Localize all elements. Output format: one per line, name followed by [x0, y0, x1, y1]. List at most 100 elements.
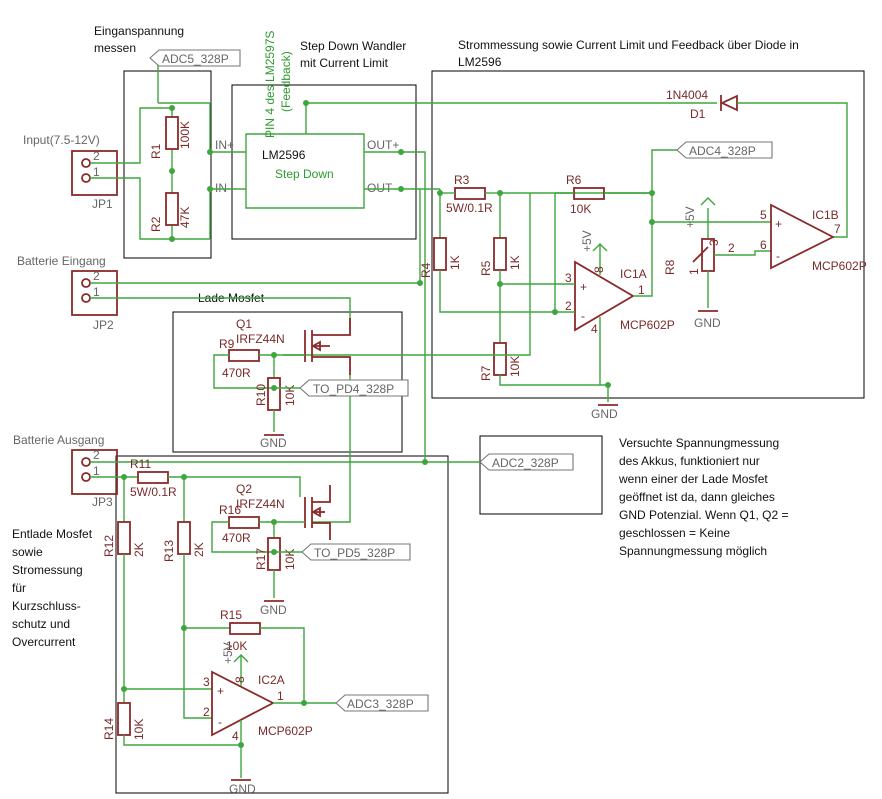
r7-ref: R7	[479, 365, 493, 381]
opamp-ic1a: + - 3 2 1 IC1A MCP602P 8 4 +5V	[555, 230, 675, 385]
lm2596-out-minus: OUT-	[367, 181, 396, 195]
lm2596-sub: Step Down	[275, 167, 334, 181]
voltage-divider: R1 100K R2 47K	[117, 58, 211, 242]
resistor-r3	[454, 187, 486, 200]
r15-value: 10K	[226, 639, 247, 653]
r16-value: 470R	[222, 531, 251, 545]
r5-ref: R5	[479, 260, 493, 276]
r12-value: 2K	[132, 542, 146, 557]
entlade-line: Overcurrent	[12, 635, 76, 649]
r8-gnd: GND	[694, 316, 721, 330]
note-line: wenn einer der Lade Mosfet	[618, 472, 768, 486]
r6-ref: R6	[566, 173, 582, 187]
connector-label: Batterie Ausgang	[13, 433, 104, 447]
resistor-r12	[117, 521, 131, 555]
r2-value: 47K	[178, 207, 192, 228]
to-pd4-text: TO_PD4_328P	[313, 382, 394, 396]
r17-ref: R17	[254, 548, 268, 570]
current-measure-frame	[431, 70, 865, 399]
ic2a-pin2: 2	[203, 705, 210, 719]
diode-d1: 1N4004 D1	[666, 88, 848, 238]
note-line: des Akkus, funktioniert nur	[619, 454, 760, 468]
adc5-label: ADC5_328P	[149, 49, 241, 67]
note-frame	[479, 435, 603, 515]
ic1a-pin1: 1	[638, 283, 645, 297]
adc5-text: ADC5_328P	[162, 52, 229, 66]
d1-type: 1N4004	[666, 88, 708, 102]
q2-ref: Q2	[236, 482, 252, 496]
r1-ref: R1	[149, 143, 163, 159]
heading-eingangsspannung-line1: Einganspannung	[94, 24, 184, 38]
ic1a-plus: +	[580, 280, 587, 294]
r8-pin1: 1	[687, 268, 701, 275]
adc2-text: ADC2_328P	[492, 456, 559, 470]
ic1a-ref: IC1A	[620, 267, 647, 281]
q1-gnd: GND	[260, 436, 287, 450]
note-line: geöffnet ist da, dann gleiches	[619, 490, 775, 504]
r16-ref: R16	[219, 503, 241, 517]
ic1a-type: MCP602P	[620, 318, 675, 332]
connector-jp1: Input(7.5-12V) 2 1 JP1	[23, 133, 118, 211]
r13-value: 2K	[192, 542, 206, 557]
entlade-line: schutz und	[12, 617, 70, 631]
adc3-text: ADC3_328P	[347, 697, 414, 711]
voltage-divider-frame	[123, 70, 212, 259]
pin-label: 2	[93, 269, 100, 283]
r8-pin2: 2	[728, 241, 735, 255]
resistor-r14	[117, 702, 131, 736]
q1-type: IRFZ44N	[236, 332, 285, 346]
r4-value: 1K	[448, 255, 462, 270]
ic1a-pin4: 4	[591, 322, 598, 336]
lm2596-out-plus: OUT+	[367, 138, 399, 152]
r10-ref: R10	[254, 384, 268, 406]
adc2-label: ADC2_328P	[479, 453, 574, 471]
r2-ref: R2	[149, 216, 163, 232]
ic2a-type: MCP602P	[258, 724, 313, 738]
r15-ref: R15	[220, 608, 242, 622]
r9-ref: R9	[219, 337, 235, 351]
r11-value: 5W/0.1R	[130, 485, 177, 499]
entlade-line: Stromessung	[12, 563, 83, 577]
ic1a-pin2: 2	[565, 299, 572, 313]
heading-strom-line1: Strommessung sowie Current Limit und Fee…	[458, 38, 799, 52]
entlade-line: für	[12, 581, 26, 595]
connector-label: Input(7.5-12V)	[23, 133, 100, 147]
d1-ref: D1	[690, 107, 706, 121]
r11-ref: R11	[130, 457, 151, 471]
feedback-note-1: PIN 4 des LM2597S	[263, 31, 277, 138]
r17-value: 10K	[283, 549, 297, 570]
entlade-line: Entlade Mosfet	[12, 527, 93, 541]
heading-stepdown-line2: mit Current Limit	[300, 56, 389, 70]
note-text: Versuchte Spannungmessung des Akkus, fun…	[618, 436, 789, 558]
r8-ref: R8	[663, 259, 677, 275]
to-pd5-label: TO_PD5_328P	[301, 543, 411, 561]
ic2a-pin4: 4	[232, 729, 239, 743]
ic2a-pin3: 3	[203, 675, 210, 689]
ic1b-pin7: 7	[834, 222, 841, 236]
ic1b-type: MCP602P	[812, 259, 867, 273]
note-line: Versuchte Spannungmessung	[619, 436, 779, 450]
heading-entlade: Entlade Mosfet sowie Stromessung für Kur…	[12, 527, 93, 649]
entlade-line: sowie	[12, 545, 43, 559]
r10-value: 10K	[283, 385, 297, 406]
heading-strom-line2: LM2596	[458, 55, 502, 69]
ic1a-minus: -	[581, 309, 585, 323]
connector-jp2: Batterie Eingang 2 1 JP2	[17, 254, 118, 332]
lm2596-in-plus: IN+	[215, 138, 234, 152]
resistor-r7	[493, 342, 507, 376]
ic2a-plus: +	[217, 684, 224, 698]
to-pd5-text: TO_PD5_328P	[314, 546, 395, 560]
ic2a-pin8: 8	[233, 676, 247, 683]
r8-vcc: +5V	[683, 206, 697, 228]
opamp-ic2a: + - 3 2 1 IC2A MCP602P 8 4 +5V GND	[203, 642, 313, 796]
r8-pin3: 3	[707, 239, 721, 246]
q1-ref: Q1	[236, 317, 252, 331]
note-line: Spannungmessung möglich	[619, 544, 767, 558]
q2-gnd: GND	[260, 603, 287, 617]
pin-label: 1	[93, 464, 100, 478]
feedback-note-2: (Feedback)	[279, 51, 293, 112]
ic1b-plus: +	[775, 217, 782, 231]
r5-value: 1K	[508, 255, 522, 270]
resistor-r16	[228, 516, 260, 529]
resistor-r9	[228, 349, 260, 362]
